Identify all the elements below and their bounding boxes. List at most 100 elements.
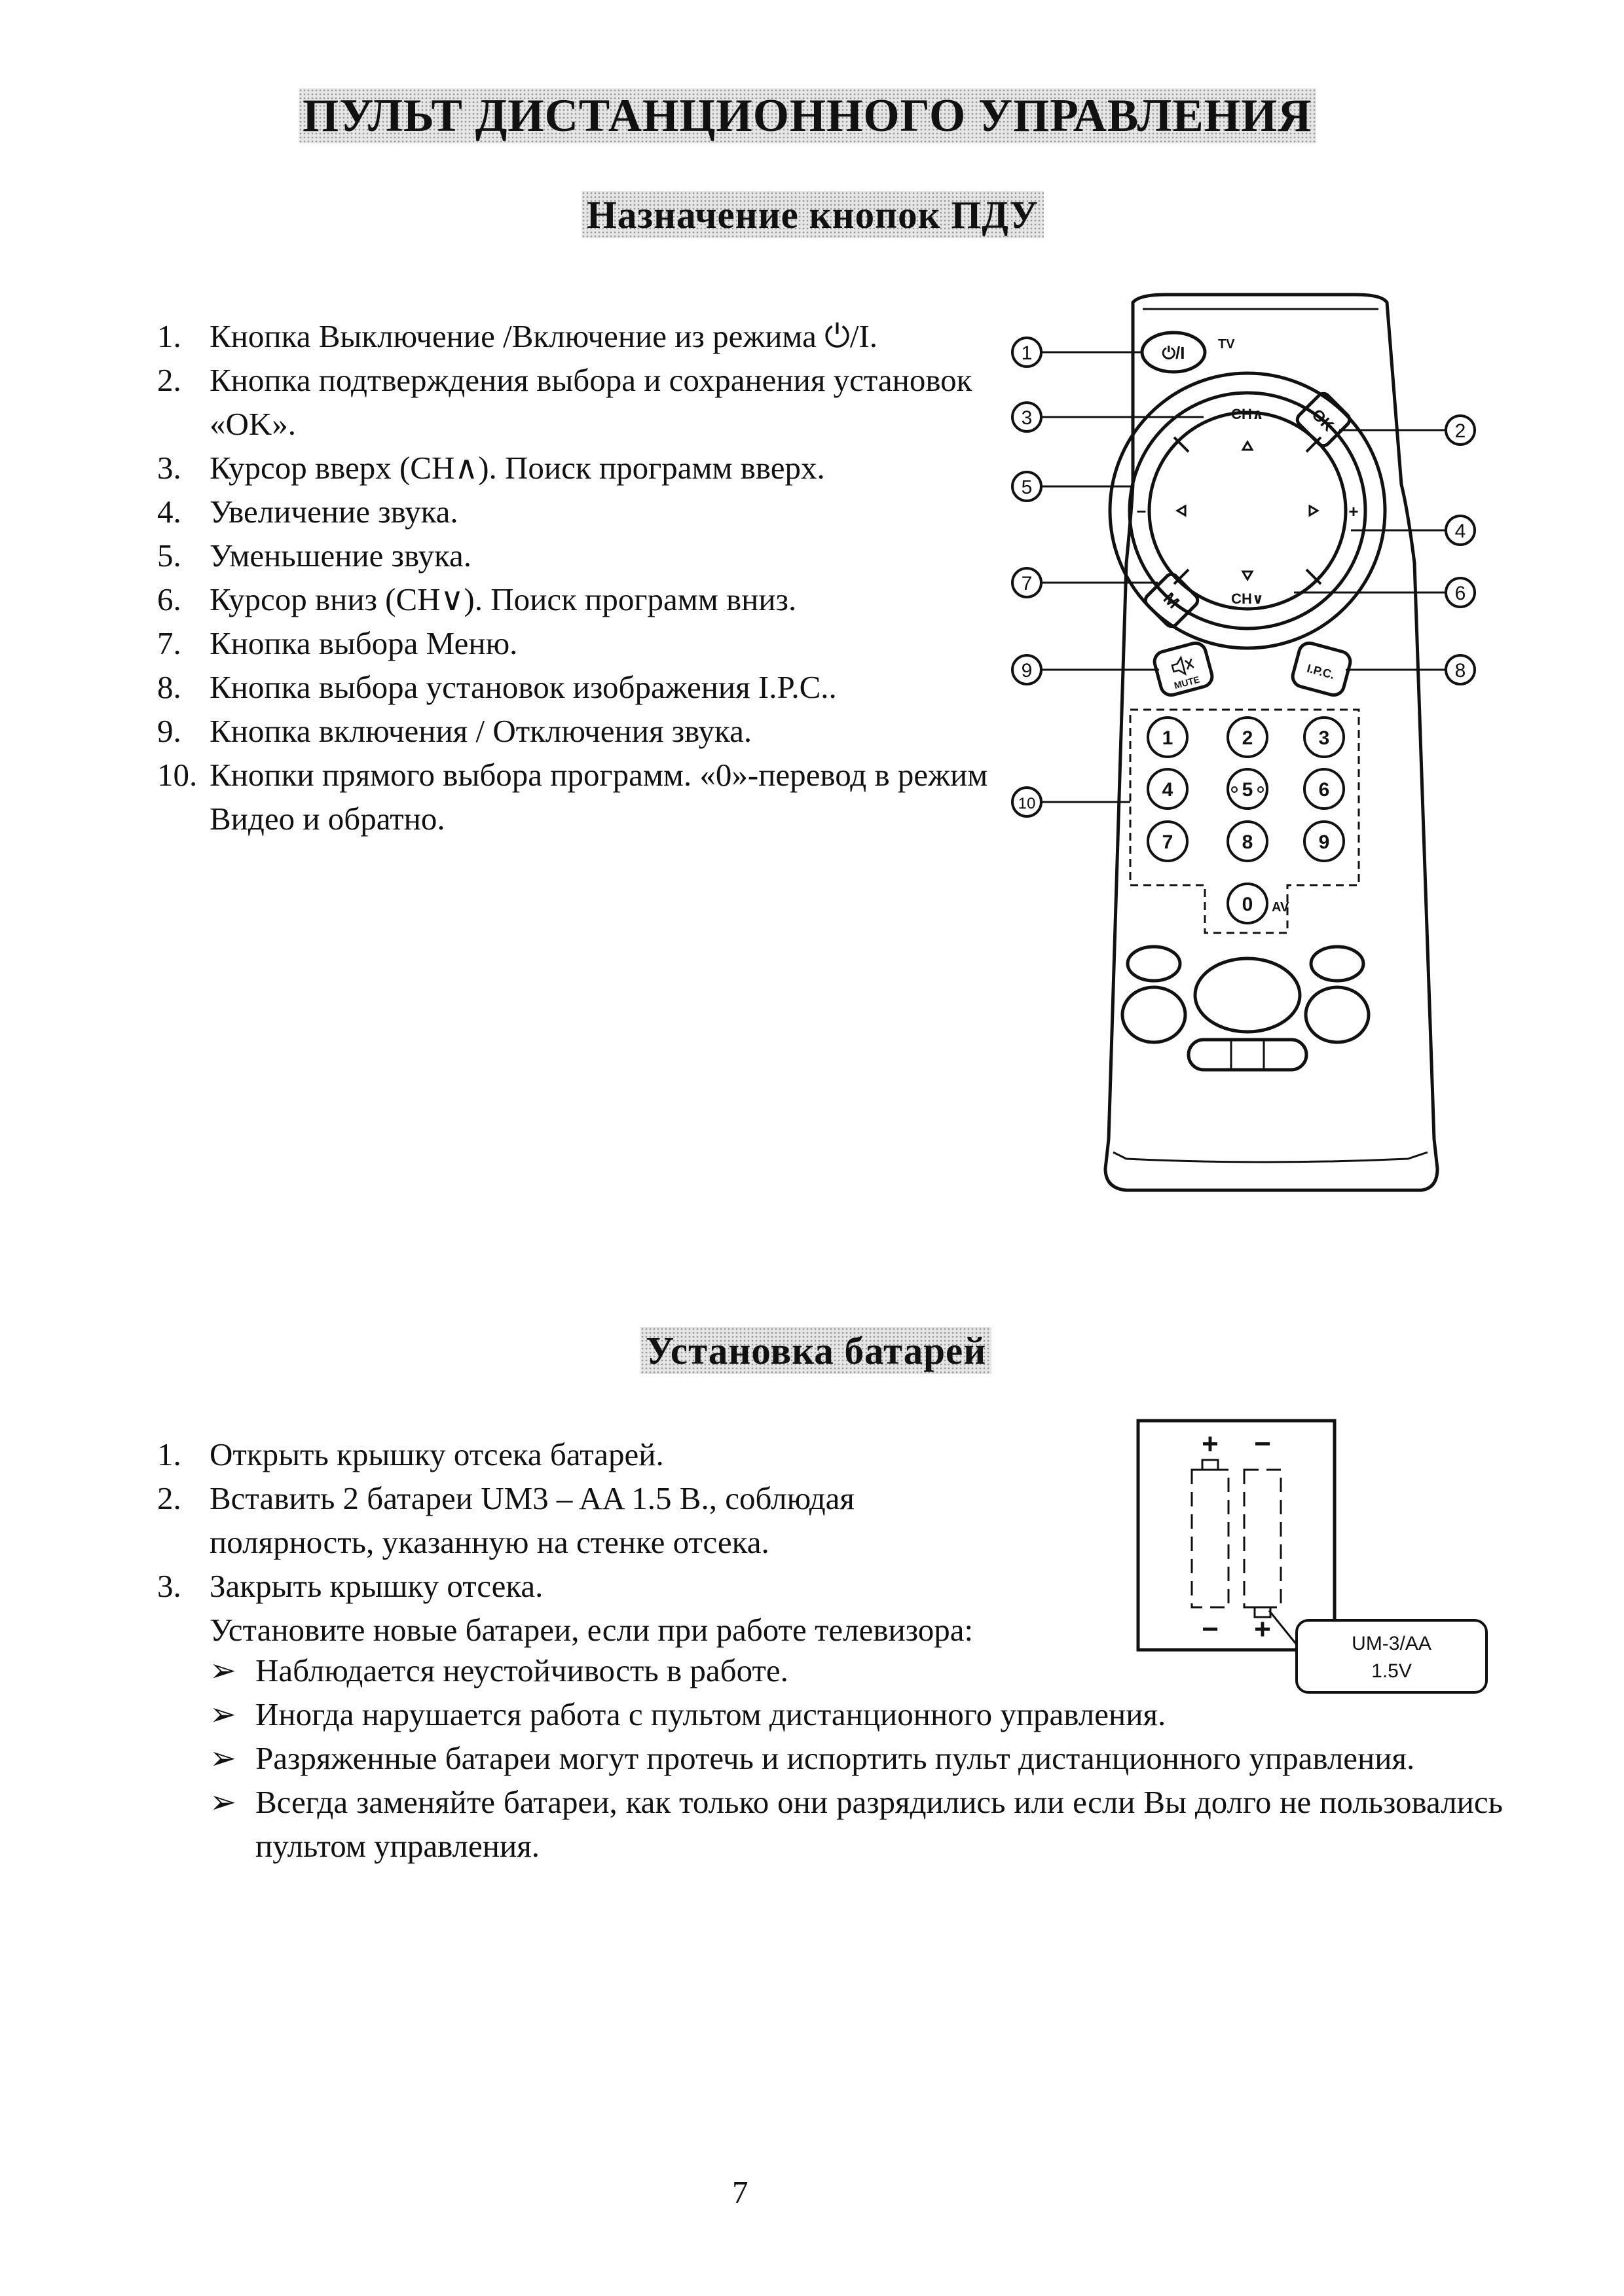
- nav-ring-outer: [1108, 371, 1387, 650]
- arrowhead-bullet-icon: ➢: [210, 1784, 237, 1820]
- bottom-side-right-button[interactable]: [1304, 985, 1371, 1044]
- compartment-frame: [1136, 1419, 1337, 1652]
- key-6[interactable]: [1303, 768, 1345, 810]
- callout-2: [1445, 414, 1476, 446]
- callout-label: 4: [1455, 520, 1466, 542]
- key-3[interactable]: [1303, 716, 1345, 758]
- arrow-up-icon: [1241, 440, 1254, 451]
- key-8[interactable]: [1227, 820, 1268, 862]
- note-text: Установите новые батареи, если при работ…: [210, 1612, 974, 1648]
- key-4[interactable]: [1147, 768, 1189, 810]
- bottom-left-button[interactable]: [1126, 945, 1182, 983]
- arrow-left-icon: [1175, 504, 1187, 517]
- bottom-side-left-button[interactable]: [1120, 985, 1187, 1044]
- item-number: 10.: [157, 757, 198, 793]
- battery-left: [1190, 1468, 1230, 1609]
- key-label: 2: [1242, 727, 1253, 749]
- item-text: Кнопки прямого выбора программ. «0»-пере…: [210, 757, 988, 837]
- step-number: 2.: [157, 1480, 181, 1516]
- nav-ring: [1128, 391, 1367, 630]
- section-title-batteries: Установка батарей: [640, 1327, 992, 1374]
- item-number: 7.: [157, 625, 181, 661]
- power-button[interactable]: [1140, 331, 1207, 374]
- bullet-item: ➢Наблюдается неустойчивость в работе.: [210, 1649, 1503, 1692]
- battery-type-label: UM-3/AA: [1352, 1633, 1431, 1654]
- power-label: ⏻/I: [1162, 343, 1185, 363]
- remote-control-diagram: 1 3 5 7 9 10 2 4 6 8 ⏻/I TV CH∧ CH∨ OK M…: [1011, 293, 1476, 1192]
- list-item: 2.Кнопка подтверждения выбора и сохранен…: [157, 358, 1008, 446]
- key-label: 7: [1162, 831, 1173, 853]
- item-text: Увеличение звука.: [210, 494, 458, 530]
- key-5[interactable]: [1227, 768, 1268, 810]
- arrow-down-icon: [1241, 570, 1254, 581]
- list-item: Установите новые батареи, если при работ…: [157, 1608, 1139, 1652]
- battery-bullets: ➢Наблюдается неустойчивость в работе. ➢ И…: [210, 1649, 1503, 1868]
- key-9[interactable]: [1303, 820, 1345, 862]
- bullet-text: Иногда нарушается работа с пультом диста…: [255, 1696, 1166, 1732]
- page-number: 7: [732, 2174, 748, 2210]
- callout-label: 2: [1455, 420, 1466, 442]
- key-label: 1: [1162, 727, 1173, 749]
- callout-4: [1445, 515, 1476, 546]
- callout-label: 1: [1022, 342, 1033, 364]
- ipc-button[interactable]: [1291, 641, 1353, 697]
- ok-button[interactable]: [1295, 391, 1352, 448]
- item-number: 3.: [157, 450, 181, 486]
- callout-5: [1011, 471, 1043, 502]
- item-number: 8.: [157, 669, 181, 705]
- battery-compartment-diagram: + − − + UM-3/AA 1.5V: [1136, 1419, 1488, 1694]
- key-0[interactable]: [1227, 883, 1268, 924]
- item-number: 6.: [157, 581, 181, 617]
- battery-right: [1243, 1468, 1282, 1609]
- list-item: 10. Кнопки прямого выбора программ. «0»-п…: [157, 753, 1008, 841]
- mute-button[interactable]: [1153, 641, 1215, 697]
- item-text: Уменьшение звука.: [210, 538, 472, 574]
- list-item: 3. Курсор вверх (CH∧). Поиск программ вве…: [157, 446, 1008, 490]
- callout-label: 9: [1022, 660, 1033, 682]
- bottom-center-button[interactable]: [1193, 957, 1302, 1034]
- callout-9: [1011, 654, 1043, 685]
- item-text: Кнопка Выключение /Включение из режима ⏻…: [210, 318, 878, 354]
- menu-button[interactable]: [1143, 572, 1200, 629]
- step-text: Закрыть крышку отсека.: [210, 1568, 544, 1604]
- callout-label: 8: [1455, 660, 1466, 682]
- key-2[interactable]: [1227, 716, 1268, 758]
- item-text: Кнопка включения / Отключения звука.: [210, 713, 752, 749]
- ch-up-label: CH∧: [1231, 406, 1264, 422]
- list-item: 3.Закрыть крышку отсека.: [157, 1564, 1139, 1608]
- callout-7: [1011, 567, 1043, 598]
- key-label: 3: [1319, 727, 1330, 749]
- step-text: Открыть крышку отсека батарей.: [210, 1436, 664, 1472]
- battery-label-box: [1295, 1619, 1488, 1694]
- bullet-text: Всегда заменяйте батареи, как только они…: [255, 1784, 1503, 1864]
- list-item: 1.Кнопка Выключение /Включение из режима…: [157, 314, 1008, 358]
- bullet-text: Наблюдается неустойчивость в работе.: [255, 1652, 788, 1688]
- step-text: Вставить 2 батареи UM3 – AA 1.5 B., собл…: [210, 1480, 855, 1560]
- list-item: 2. Вставить 2 батареи UM3 – AA 1.5 B., со…: [157, 1476, 943, 1564]
- item-number: 9.: [157, 713, 181, 749]
- callout-label: 3: [1022, 407, 1033, 429]
- key-7[interactable]: [1147, 820, 1189, 862]
- key-label: 9: [1319, 831, 1330, 853]
- list-item: 5. Уменьшение звука.: [157, 534, 1008, 577]
- bottom-rocker[interactable]: [1187, 1038, 1308, 1072]
- section-title-buttons: Назначение кнопок ПДУ: [581, 191, 1044, 238]
- mute-speaker-icon: [1171, 655, 1187, 676]
- plus-label: +: [1348, 501, 1358, 521]
- polarity-minus: −: [1202, 1613, 1219, 1645]
- minus-label: −: [1136, 501, 1146, 521]
- item-text: Курсор вниз (CH∨). Поиск программ вниз.: [210, 581, 797, 617]
- callout-label: 10: [1018, 795, 1036, 812]
- av-label: AV: [1272, 900, 1289, 915]
- callout-label: 5: [1022, 477, 1033, 498]
- key-1[interactable]: [1147, 716, 1189, 758]
- item-text: Курсор вверх (CH∧). Поиск программ вверх…: [210, 450, 825, 486]
- callout-6: [1445, 577, 1476, 608]
- key-label: 6: [1319, 779, 1330, 801]
- key-label: 0: [1242, 894, 1253, 915]
- callout-label: 6: [1455, 583, 1466, 604]
- item-number: 5.: [157, 538, 181, 574]
- page-title: ПУЛЬТ ДИСТАНЦИОННОГО УПРАВЛЕНИЯ: [299, 88, 1316, 143]
- bottom-right-button[interactable]: [1309, 945, 1365, 983]
- bullet-item: ➢ Всегда заменяйте батареи, как только он…: [210, 1780, 1503, 1868]
